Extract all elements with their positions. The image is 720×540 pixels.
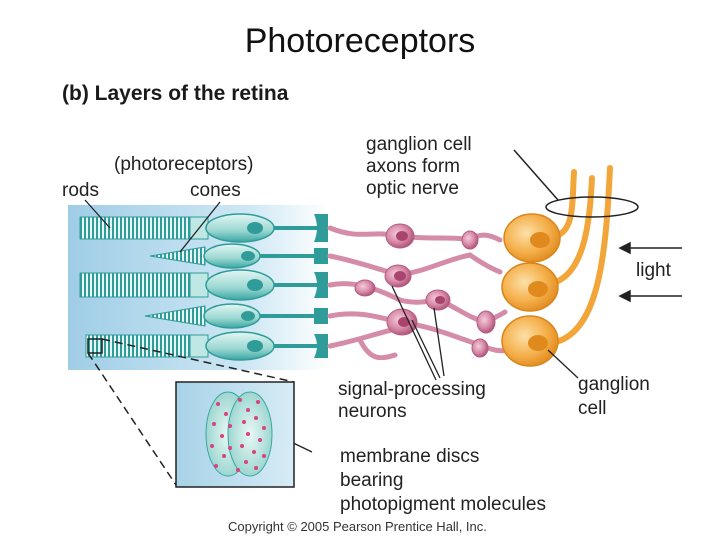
- label-ganglion-cell-2: cell: [578, 398, 607, 419]
- zoom-line: [87, 352, 177, 486]
- horizontal-cell: [354, 279, 376, 297]
- rod-cell-body: [205, 331, 275, 361]
- copyright-notice: Copyright © 2005 Pearson Prentice Hall, …: [228, 519, 487, 534]
- rod-outer-segment: [79, 216, 191, 240]
- rod-cell-body: [205, 213, 275, 243]
- label-ganglion-axons-3: optic nerve: [366, 178, 459, 199]
- label-signal-2: neurons: [338, 401, 407, 422]
- label-ganglion-axons-1: ganglion cell: [366, 134, 472, 155]
- label-light: light: [636, 260, 671, 281]
- photoreceptor-terminals: [314, 214, 328, 358]
- label-cones: cones: [190, 180, 241, 201]
- synapse-blob: [476, 310, 496, 334]
- photopigment-molecules: [210, 398, 266, 472]
- rod-outer-segment: [79, 272, 191, 298]
- figure-subtitle: (b) Layers of the retina: [62, 82, 289, 105]
- synapse-blob: [471, 338, 489, 358]
- photoreceptor-axons: [260, 226, 318, 348]
- rod-cell-body: [205, 269, 275, 301]
- label-ganglion-axons-2: axons form: [366, 156, 460, 177]
- zoom-line: [101, 338, 295, 383]
- label-discs-2: bearing: [340, 470, 404, 491]
- label-discs-3: photopigment molecules: [340, 494, 546, 515]
- optic-nerve-bundle-ring: [545, 196, 639, 218]
- label-signal-1: signal-processing: [338, 379, 486, 400]
- slide-title: Photoreceptors: [244, 22, 476, 60]
- zoom-source-box: [87, 338, 103, 354]
- label-ganglion-cell-1: ganglion: [578, 374, 650, 395]
- optic-nerve-pointer: [513, 149, 559, 201]
- light-arrows: [618, 241, 682, 303]
- label-discs-1: membrane discs: [340, 446, 480, 467]
- label-rods: rods: [62, 180, 99, 201]
- ganglion-nuclei: [528, 232, 550, 351]
- photoreceptor-cell-bodies: [203, 213, 275, 361]
- ganglion-axons: [553, 165, 613, 345]
- label-photoreceptors: (photoreceptors): [114, 154, 254, 175]
- rods-group: [79, 216, 209, 358]
- photoreceptor-nuclei: [241, 222, 263, 352]
- synapse-blob: [461, 230, 479, 250]
